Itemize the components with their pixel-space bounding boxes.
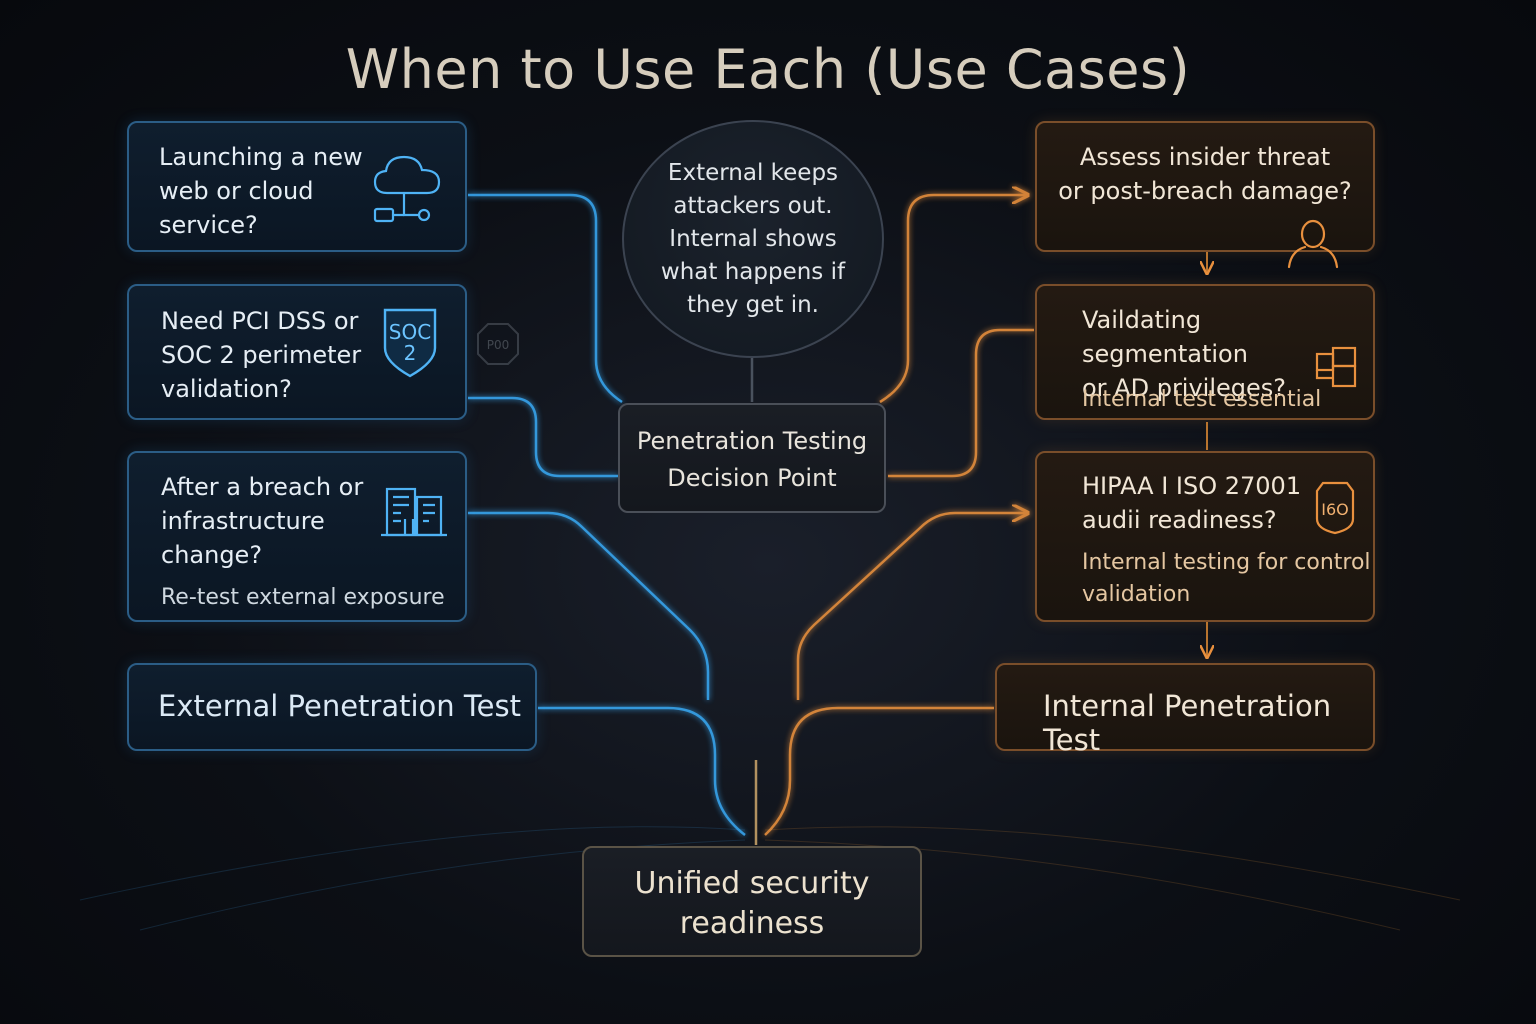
internal-test-label: Internal Penetration Test xyxy=(1043,689,1332,757)
soc2-badge-line1: SOC xyxy=(389,320,431,344)
external-card-question: Need PCI DSS or SOC 2 perimeter validati… xyxy=(161,307,362,403)
unified-readiness: Unified security readiness xyxy=(582,846,922,957)
external-test-label: External Penetration Test xyxy=(158,689,521,723)
summary-bubble: External keeps attackers out. Internal s… xyxy=(622,120,884,358)
faint-badge-text: P00 xyxy=(487,338,510,352)
internal-card-audit: HIPAA I ISO 27001 audii readiness? Inter… xyxy=(1035,451,1375,622)
internal-card-question: Assess insider threat or post-breach dam… xyxy=(1058,143,1352,205)
external-card-cloud: Launching a new web or cloud service? xyxy=(127,121,467,252)
buildings-icon xyxy=(381,487,447,537)
segmentation-icon xyxy=(1315,346,1357,388)
internal-card-insider: Assess insider threat or post-breach dam… xyxy=(1035,121,1375,269)
internal-test-label-box: Internal Penetration Test xyxy=(995,663,1375,757)
internal-card-note: Internal testing for control validation xyxy=(1082,550,1371,607)
external-card-breach: After a breach or infrastructure change?… xyxy=(127,451,467,622)
faint-badge-icon: P00 xyxy=(477,323,519,365)
internal-card-segmentation: Vaildating segmentation or AD privileges… xyxy=(1035,284,1375,420)
external-test-label-box: External Penetration Test xyxy=(127,663,537,751)
external-card-compliance: Need PCI DSS or SOC 2 perimeter validati… xyxy=(127,284,519,420)
external-card-question: After a breach or infrastructure change? xyxy=(161,473,364,569)
soc2-badge-line2: 2 xyxy=(404,341,417,365)
person-icon xyxy=(1287,219,1339,269)
decision-point: Penetration Testing Decision Point xyxy=(618,403,886,513)
unified-readiness-label: Unified security readiness xyxy=(634,866,870,941)
external-card-question: Launching a new web or cloud service? xyxy=(159,143,363,239)
internal-card-question: HIPAA I ISO 27001 audii readiness? xyxy=(1082,472,1302,534)
iso-badge-icon: I6O xyxy=(1315,481,1355,535)
cloud-server-icon xyxy=(373,155,441,223)
soc2-shield-icon: SOC 2 xyxy=(383,308,437,378)
page-title: When to Use Each (Use Cases) xyxy=(345,38,1191,101)
external-card-note: Re-test external exposure xyxy=(161,585,445,610)
decision-point-label: Penetration Testing Decision Point xyxy=(636,427,868,492)
iso-badge-text: I6O xyxy=(1321,500,1349,519)
internal-card-question: Vaildating segmentation or AD privileges… xyxy=(1082,306,1287,402)
internal-card-note: Internal test essential xyxy=(1082,387,1322,412)
